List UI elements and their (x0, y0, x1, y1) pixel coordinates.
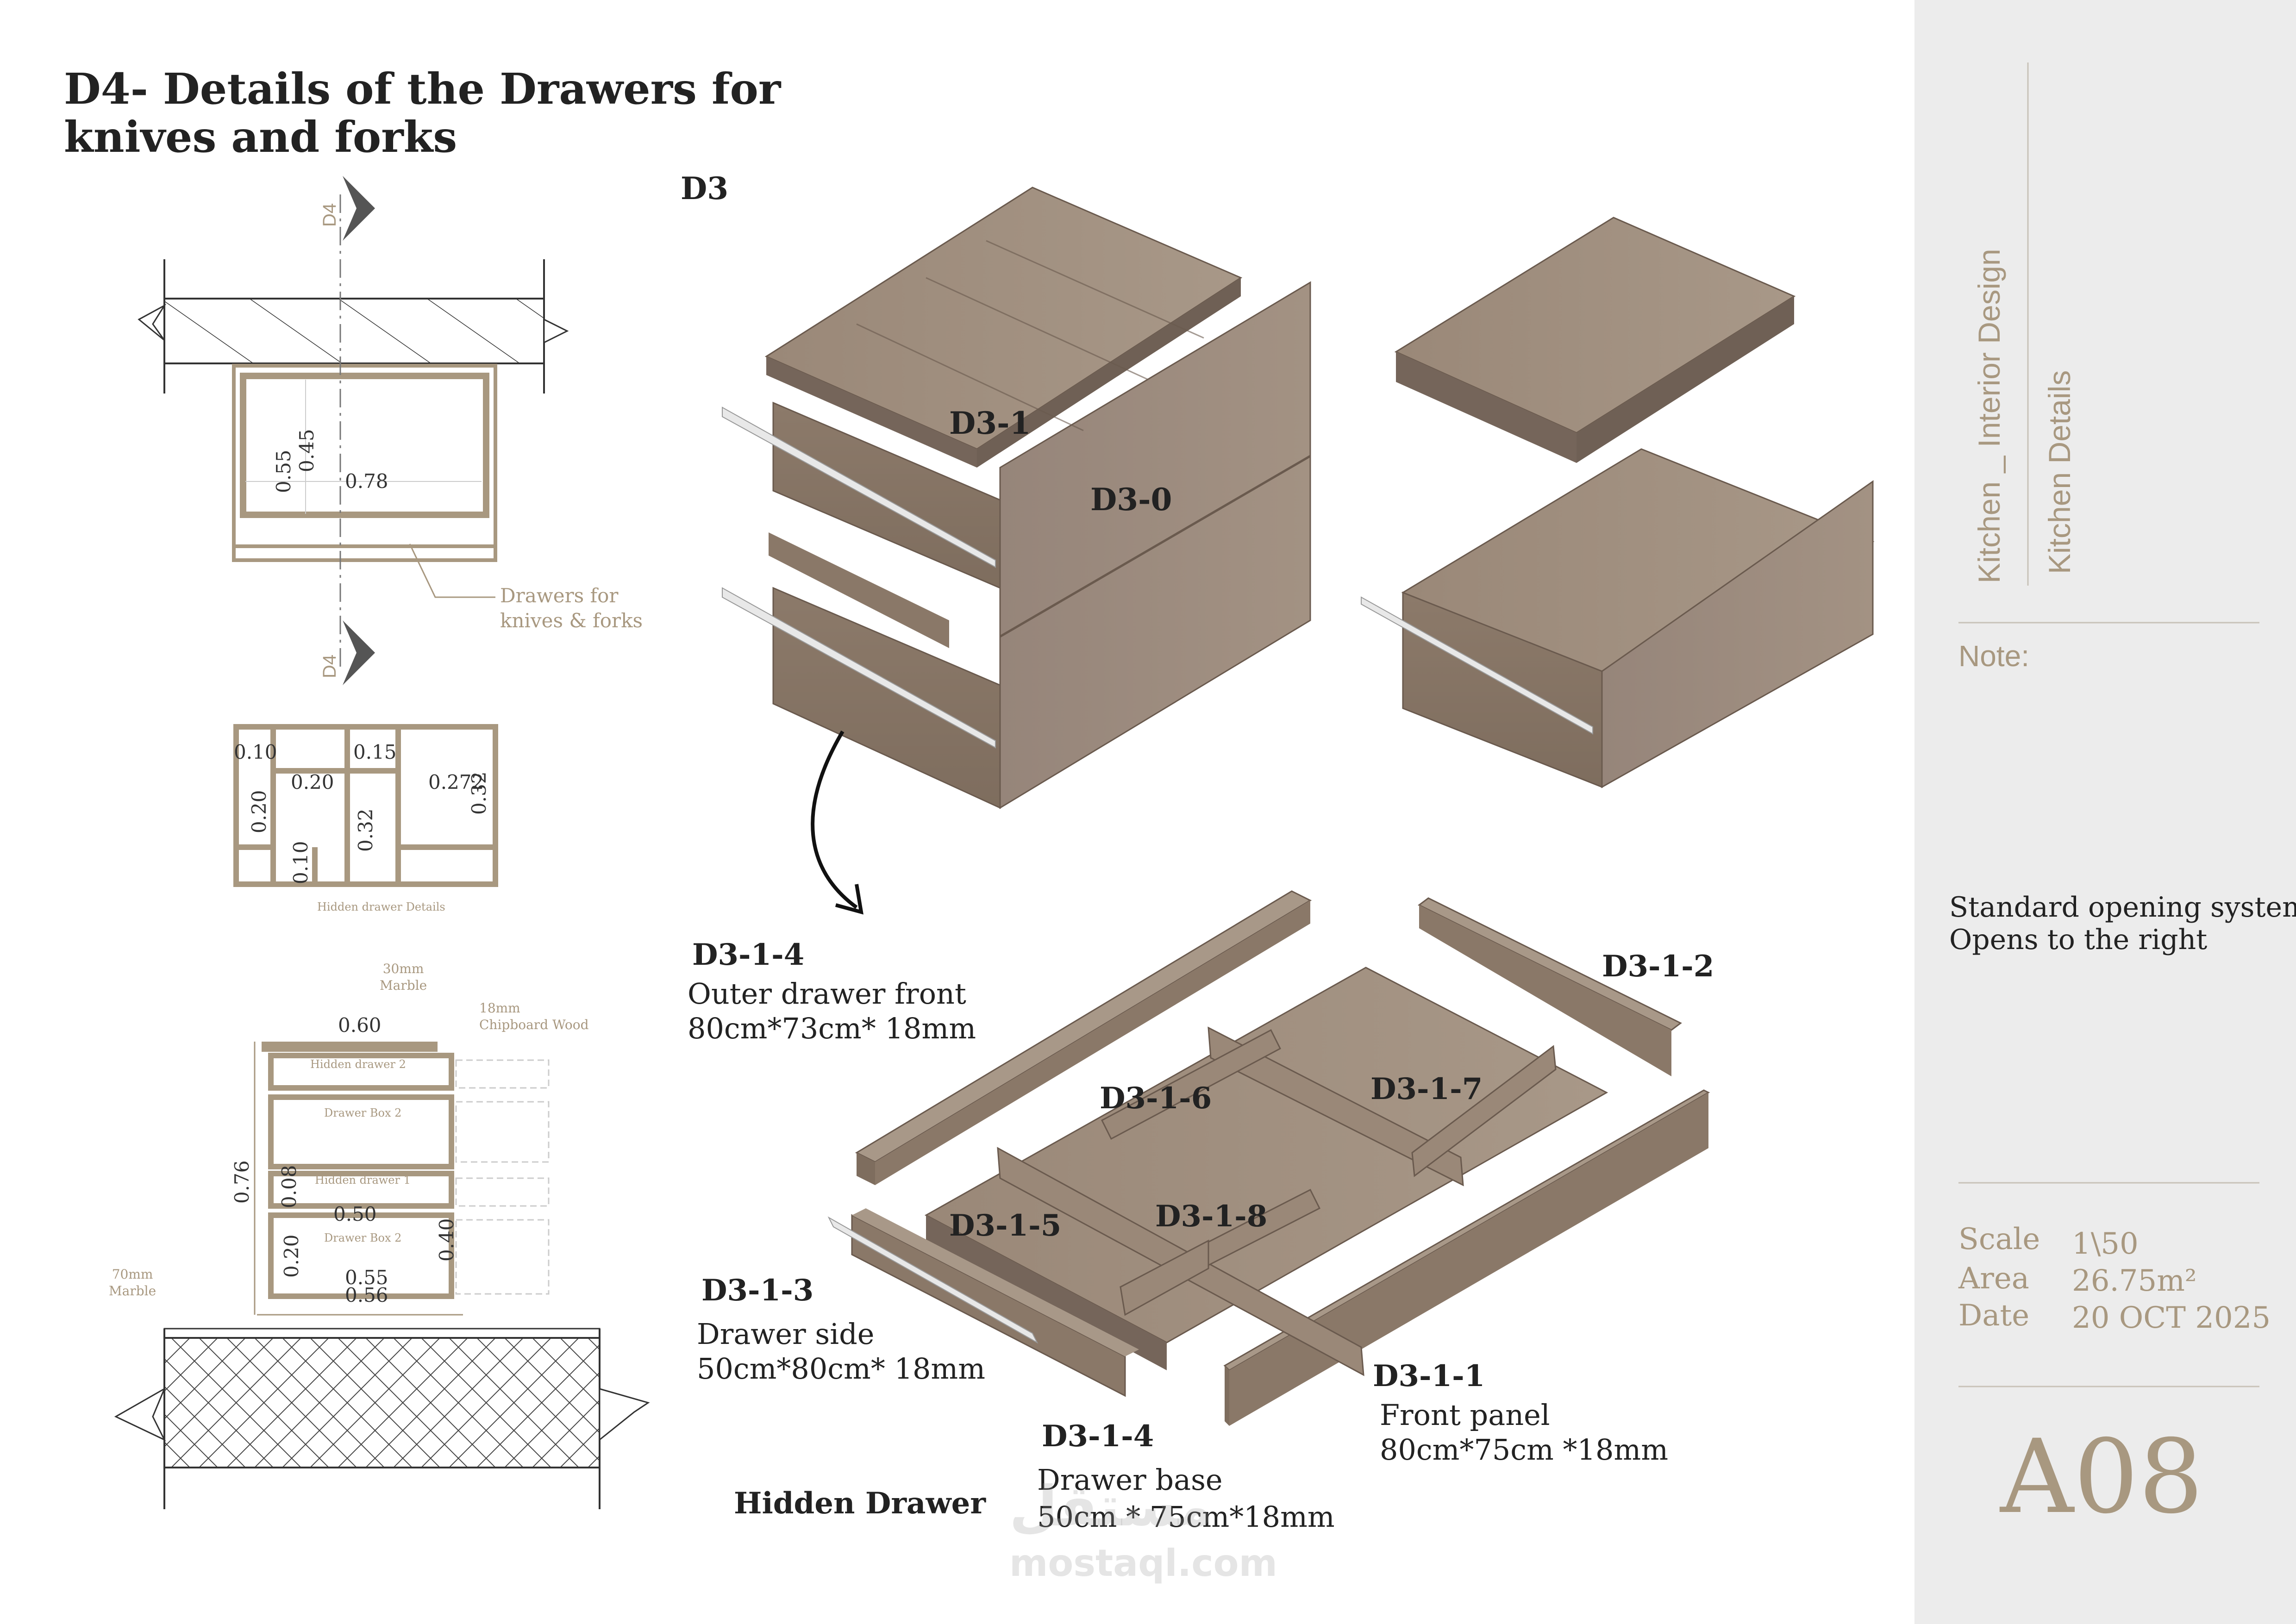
sheet-title: Kitchen Details (2042, 370, 2077, 574)
front-panel-name: Front panel (1380, 1398, 1550, 1432)
curved-arrow-icon (811, 730, 858, 909)
page-title: D4- Details of the Drawers for knives an… (64, 64, 781, 162)
drawer-base-name: Drawer base (1037, 1463, 1223, 1497)
watermark-arabic: مستقل (1009, 1474, 1213, 1539)
marble-bottom-label: 70mm Marble (109, 1267, 156, 1299)
dim-hd-8: 0.10 (289, 841, 312, 884)
label-d3-1-6: D3-1-6 (1100, 1081, 1212, 1116)
scale-value: 1\50 (2072, 1227, 2139, 1261)
dim-hd-1: 0.10 (234, 741, 277, 763)
label-d3-1-3: D3-1-3 (701, 1273, 814, 1308)
dim-055: 0.55 (272, 450, 295, 493)
dim-hd-3: 0.15 (353, 741, 397, 763)
drawer-box-2b-label: Drawer Box 2 (324, 1231, 402, 1244)
drawer-stack-iso (722, 187, 1311, 809)
label-d3-1-8: D3-1-8 (1155, 1199, 1268, 1234)
chipboard-label: 18mm Chipboard Wood (479, 1000, 589, 1032)
label-d3-1-4-top: D3-1-4 (692, 937, 805, 972)
label-d3-0: D3-0 (1090, 481, 1172, 518)
section-view (114, 1042, 650, 1509)
drawer-separated-iso (1361, 217, 1875, 788)
dim-040: 0.40 (435, 1218, 458, 1262)
dim-hd-6: 0.20 (248, 790, 270, 833)
dim-056: 0.56 (345, 1284, 388, 1306)
exploded-view (827, 890, 1710, 1426)
area-label: Area (1958, 1262, 2029, 1296)
dim-020: 0.20 (280, 1234, 303, 1278)
label-d3-1-7: D3-1-7 (1370, 1072, 1483, 1106)
label-d3-1-1: D3-1-1 (1373, 1359, 1485, 1393)
hidden-drawer-1-label: Hidden drawer 1 (315, 1174, 411, 1187)
title-block-sidebar (1914, 0, 2296, 1624)
drawer-box-2a-label: Drawer Box 2 (324, 1106, 402, 1119)
front-panel-size: 80cm*75cm *18mm (1380, 1433, 1668, 1467)
hidden-drawer-caption: Hidden drawer Details (317, 900, 445, 913)
dim-hd-7: 0.32 (354, 808, 377, 852)
sheet-number: A08 (2000, 1418, 2203, 1536)
plan-view (138, 176, 569, 685)
section-arrow-icon (343, 176, 375, 241)
section-marker-top: D4 (319, 203, 340, 227)
project-title: Kitchen _ Interior Design (1972, 249, 2006, 583)
dim-045: 0.45 (295, 429, 318, 472)
scale-label: Scale (1958, 1222, 2040, 1256)
opening-system-line2: Opens to the right (1949, 924, 2208, 956)
section-arrow-icon (343, 620, 375, 685)
dim-008: 0.08 (278, 1165, 300, 1208)
marble-top-label: 30mm Marble (380, 961, 427, 993)
hidden-drawer-plan (233, 724, 498, 887)
drawer-side-size: 50cm*80cm* 18mm (697, 1352, 985, 1386)
dim-050: 0.50 (333, 1203, 377, 1225)
dim-055s: 0.55 (345, 1266, 388, 1289)
opening-system-line1: Standard opening system (1949, 891, 2296, 924)
dim-hd-2: 0.20 (291, 771, 334, 793)
dim-078: 0.78 (345, 470, 388, 493)
sidebar-dividers (1958, 62, 2259, 1387)
dim-076: 0.76 (231, 1160, 253, 1204)
dim-hd-5: 0.32 (468, 771, 490, 815)
area-value: 26.75m² (2072, 1264, 2197, 1298)
watermark-latin: mostaql.com (1009, 1542, 1277, 1585)
hidden-drawer-2-label: Hidden drawer 2 (310, 1058, 406, 1071)
drawers-callout: Drawers for knives & forks (500, 584, 643, 632)
hidden-drawer-heading: Hidden Drawer (734, 1486, 986, 1521)
outer-drawer-front-name: Outer drawer front (688, 977, 966, 1011)
dim-060: 0.60 (338, 1014, 382, 1037)
label-d3: D3 (681, 170, 729, 206)
drawer-base-size: 50cm * 75cm*18mm (1037, 1500, 1335, 1534)
section-marker-bottom: D4 (319, 654, 340, 678)
note-label: Note: (1958, 639, 2029, 673)
outer-drawer-front-size: 80cm*73cm* 18mm (688, 1012, 976, 1045)
label-d3-1: D3-1 (949, 405, 1031, 441)
drawer-side-name: Drawer side (697, 1317, 875, 1351)
dim-hd-4: 0.272 (428, 771, 484, 793)
label-d3-1-5: D3-1-5 (949, 1208, 1062, 1243)
label-d3-1-2: D3-1-2 (1602, 949, 1714, 984)
date-label: Date (1958, 1299, 2030, 1333)
date-value: 20 OCT 2025 (2072, 1301, 2271, 1335)
label-d3-1-4-bottom: D3-1-4 (1042, 1419, 1154, 1454)
